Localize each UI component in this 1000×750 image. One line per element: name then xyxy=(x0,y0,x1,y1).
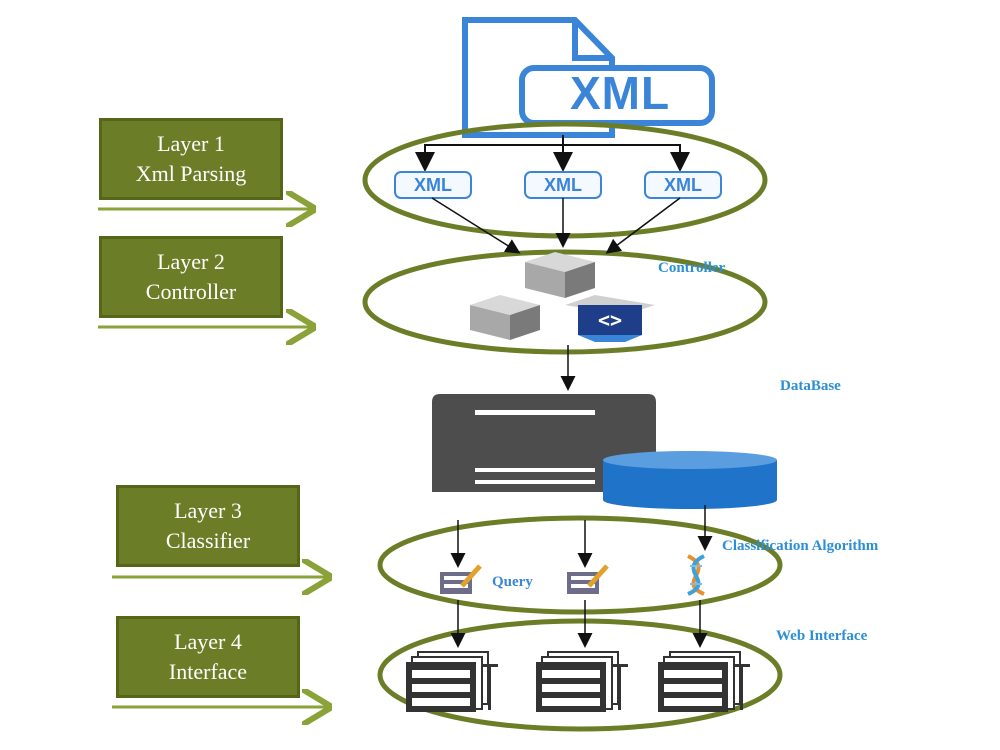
layer3-subtitle: Classifier xyxy=(165,528,251,553)
layer2-title: Layer 2 xyxy=(157,249,225,274)
code-brackets-icon: <> xyxy=(597,308,623,332)
layer2-box: Layer 2 Controller xyxy=(99,236,283,318)
layer2-ellipse xyxy=(362,249,768,355)
query-label: Query xyxy=(492,574,533,590)
layer4-subtitle: Interface xyxy=(168,659,248,684)
layer2-subtitle: Controller xyxy=(145,279,237,304)
controller-cubes-icon xyxy=(470,252,655,342)
web-page-icon-1 xyxy=(406,651,498,712)
xml-part-label-3: XML xyxy=(664,174,702,195)
xml-document-icon xyxy=(462,17,715,138)
query-icon-2 xyxy=(567,564,609,594)
server-icon xyxy=(432,394,656,492)
web-page-icon-3 xyxy=(658,651,750,712)
web-interface-label: Web Interface xyxy=(776,628,868,644)
controller-label: Controller xyxy=(658,260,726,276)
controller-arrows xyxy=(431,197,681,254)
xml-part-frame-3 xyxy=(644,171,722,199)
web-page-icon-2 xyxy=(536,651,628,712)
interface-arrows xyxy=(450,600,708,648)
layer3-ellipse xyxy=(377,515,783,615)
classifier-arrows xyxy=(450,505,713,568)
query-icon-1 xyxy=(440,564,482,594)
layer-arrows xyxy=(98,209,326,707)
layer3-title: Layer 3 xyxy=(174,498,242,523)
layer4-box: Layer 4 Interface xyxy=(116,616,300,698)
layer4-title: Layer 4 xyxy=(174,629,242,654)
classification-algorithm-label: Classification Algorithm xyxy=(722,538,879,554)
layer4-ellipse xyxy=(377,618,783,732)
database-label: DataBase xyxy=(780,378,841,394)
layer3-box: Layer 3 Classifier xyxy=(116,485,300,567)
xml-main-label: XML xyxy=(569,67,671,119)
xml-part-label-1: XML xyxy=(414,174,452,195)
xml-part-label-2: XML xyxy=(544,174,582,195)
layer1-title: Layer 1 xyxy=(157,131,225,156)
layer1-box: Layer 1 Xml Parsing xyxy=(99,118,283,200)
parse-arrows xyxy=(415,135,690,172)
dna-icon xyxy=(687,554,705,596)
database-cylinder-icon xyxy=(603,451,777,509)
layer1-subtitle: Xml Parsing xyxy=(135,161,247,186)
